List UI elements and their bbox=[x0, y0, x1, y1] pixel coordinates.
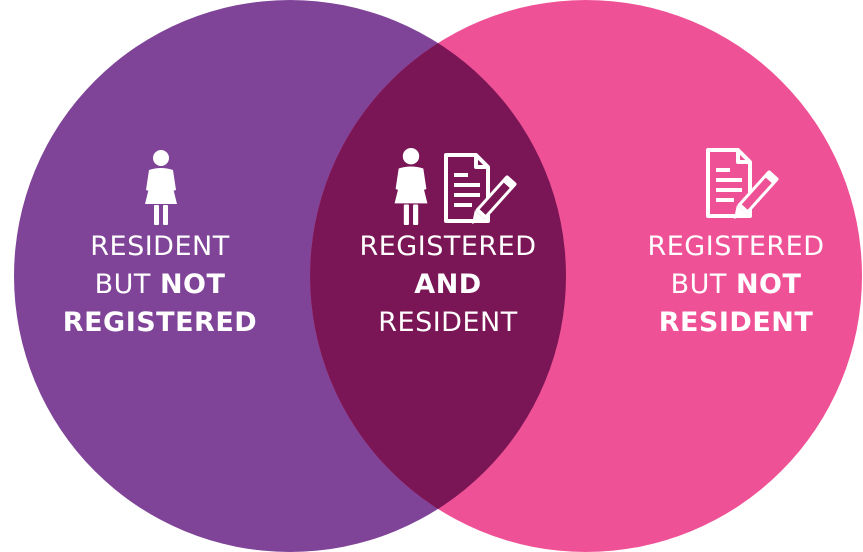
right-line-2-prefix: BUT bbox=[670, 269, 727, 300]
right-line-1: REGISTERED bbox=[647, 231, 825, 262]
left-line-2: BUT NOT bbox=[52, 266, 268, 304]
person-icon bbox=[394, 148, 428, 225]
overlap-region bbox=[310, 0, 566, 552]
left-line-3-bold: REGISTERED bbox=[62, 307, 258, 338]
left-region-label: RESIDENT BUT NOT REGISTERED bbox=[52, 228, 268, 342]
person-icon bbox=[145, 150, 177, 225]
center-line-3: RESIDENT bbox=[378, 307, 518, 338]
document-pen-icon bbox=[444, 153, 517, 224]
center-line-2-bold: AND bbox=[414, 269, 482, 300]
right-line-2-bold: NOT bbox=[735, 269, 802, 300]
right-line-3: RESIDENT bbox=[624, 304, 848, 342]
left-line-2-prefix: BUT bbox=[94, 269, 151, 300]
left-line-2-bold: NOT bbox=[159, 269, 226, 300]
right-region-label: REGISTERED BUT NOT RESIDENT bbox=[624, 228, 848, 342]
left-line-3: REGISTERED bbox=[52, 304, 268, 342]
center-region-label: REGISTERED AND RESIDENT bbox=[333, 228, 563, 342]
right-line-3-bold: RESIDENT bbox=[658, 307, 814, 338]
center-line-1: REGISTERED bbox=[359, 231, 537, 262]
right-line-2: BUT NOT bbox=[624, 266, 848, 304]
document-pen-icon bbox=[706, 148, 779, 219]
center-line-2: AND bbox=[333, 266, 563, 304]
left-line-1: RESIDENT bbox=[90, 231, 230, 262]
